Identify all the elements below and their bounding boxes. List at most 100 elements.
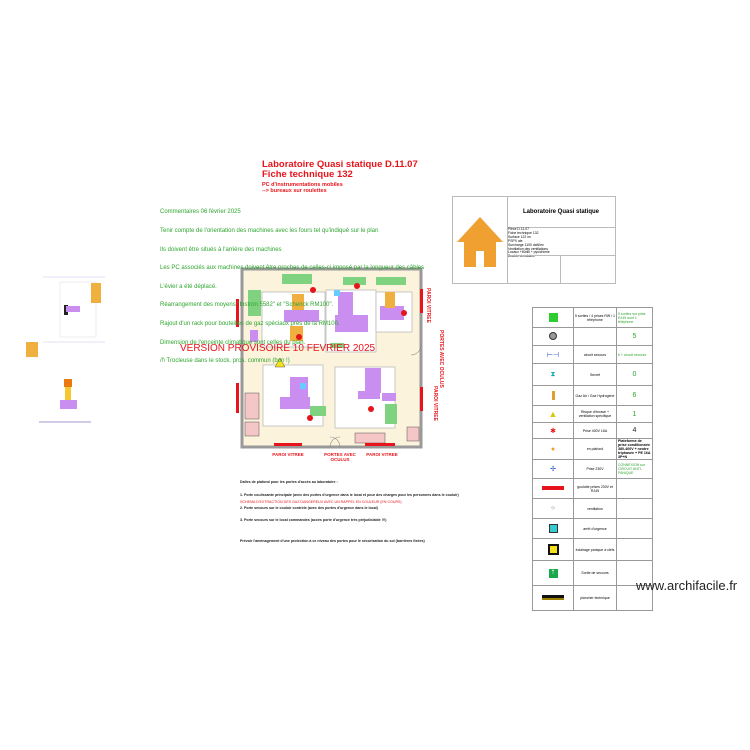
label-doors-right: PORTES AVEC OCULUS <box>438 330 444 388</box>
note-line: Prévoir l'aménagement d'une protection à… <box>240 539 425 544</box>
notes-block: Dalles de plafond pour les portes d'accè… <box>240 472 459 548</box>
legend-description: ventilation <box>573 498 617 519</box>
legend-description: Gaz Air / Gaz Hydrogène <box>573 385 617 406</box>
desk <box>376 277 406 285</box>
red-note: SCHEMA D'EXTRACTION DES GAZ DANGEREUX AV… <box>240 500 402 504</box>
legend-row: ⁘ventilation <box>532 498 653 519</box>
comment-line: Ils doivent être situés à l'arrière des … <box>160 246 282 253</box>
legend-description: Risque d'écrasé + ventilation spécifique <box>573 405 617 423</box>
outlet-icon <box>296 334 302 340</box>
machine <box>358 391 380 399</box>
outlet-icon <box>310 287 316 293</box>
emergency-exit-icon: ⇡ <box>532 560 574 586</box>
comment-line: /!\ Trocleuse dans le stock. pros. commu… <box>160 358 290 365</box>
desk <box>282 274 312 284</box>
comment-line: Tenir compte de l'orientation des machin… <box>160 228 379 235</box>
title-block-details: Pièce D.11.07 Fiche technique 132 Surfac… <box>508 227 550 259</box>
legend-description: 5 sorties / 4 prises RW / 1 téléphone <box>573 307 617 328</box>
blue-water-icon: ✢ <box>532 459 574 479</box>
legend-description: en plafond <box>573 438 617 460</box>
comment-line: Dimension de l'enceinte climatique sont … <box>160 339 306 346</box>
legend-value: 6 + circuit secours <box>616 345 653 364</box>
comment-line: Rajout d'un rack pour bouteilles de gaz … <box>160 321 340 328</box>
legend-value: 6 <box>616 385 653 406</box>
note-line: 2. Porte secours sur le couloir contrôle… <box>240 505 378 510</box>
plan-subtitle: PC d'instrumentations mobiles --> bureau… <box>262 182 343 194</box>
legend-row: ▲Risque d'écrasé + ventilation spécifiqu… <box>532 405 653 423</box>
divider <box>560 256 561 284</box>
teal-valve-icon: ⧗ <box>532 363 574 386</box>
detail-line: Ventilation des ventilations <box>508 246 548 251</box>
comments-block: Commentaires 06 février 2025 Tenir compt… <box>160 197 424 371</box>
machine <box>365 368 381 393</box>
desk <box>310 406 326 416</box>
legend-row: goulotte prises 230V et RJ45 <box>532 478 653 499</box>
legend-value: 5 <box>616 327 653 346</box>
title-block: Laboratoire Quasi statique Pièce D.11.07… <box>452 196 616 284</box>
legend-value <box>616 518 653 539</box>
legend-value <box>616 585 653 611</box>
label-glass-wall-bottom-right: PAROI VITREE <box>366 452 398 457</box>
machine <box>284 310 319 322</box>
cabinet <box>406 426 420 442</box>
label-glass-wall-right-bottom: PAROI VITREE <box>432 386 438 421</box>
emergency-stop-icon <box>532 518 574 539</box>
watermark: www.archifacile.fr <box>636 578 738 593</box>
legend-description: Prise 230V <box>573 459 617 479</box>
green-square-icon <box>532 307 574 328</box>
glass-wall <box>274 443 302 446</box>
cabinet <box>244 392 260 420</box>
blue-pipe-icon: ⊢⊣ <box>532 345 574 364</box>
desk <box>330 343 344 348</box>
legend-value: Plateforme de prise conditionnée 380-400… <box>616 438 653 460</box>
plan-title: Laboratoire Quasi statique D.11.07 Fiche… <box>262 160 418 180</box>
label-glass-wall-right-top: PAROI VITREE <box>425 288 431 323</box>
glass-wall <box>365 443 395 446</box>
detail-line: Double circulation <box>508 254 535 259</box>
outlet-icon <box>307 415 313 421</box>
sink-icon <box>334 290 340 296</box>
glass-wall <box>420 289 423 313</box>
legend-value: 0 <box>616 363 653 386</box>
legend-value: 1 <box>616 405 653 423</box>
machine <box>290 377 308 397</box>
sink-icon <box>300 383 306 389</box>
warning-triangle-icon <box>274 357 286 368</box>
note-line: 1. Porte coulissante principale (avec de… <box>240 493 459 498</box>
legend-description: circuit secours <box>573 345 617 364</box>
desk <box>385 404 397 424</box>
version-stamp: VERSION PROVISOIRE 10 FEVRIER 2025 <box>180 343 376 354</box>
warning-triangle-icon: ▲ <box>532 405 574 423</box>
door <box>410 344 422 356</box>
outlet-icon <box>354 283 360 289</box>
grey-circle-icon <box>532 327 574 346</box>
legend-value <box>616 560 653 586</box>
machine <box>335 315 368 332</box>
title-line-1: Laboratoire Quasi statique D.11.07 <box>262 159 418 170</box>
outlet-icon <box>368 406 374 412</box>
cabinet <box>250 330 258 342</box>
note-line: 3. Porte secours sur le local commandes … <box>240 518 387 523</box>
cabinet <box>354 432 386 444</box>
gas-bottle-icon <box>532 385 574 406</box>
legend-value <box>616 498 653 519</box>
legend-row: arrêt d'urgence <box>532 518 653 539</box>
oven-symbol <box>91 283 101 303</box>
legend-value <box>616 478 653 499</box>
detail-line: Surcharge 1100 daN/m² <box>508 242 544 247</box>
red-outlet-icon: ✱ <box>532 422 574 439</box>
door <box>329 436 341 448</box>
legend-row: plancher technique <box>532 585 653 611</box>
title-block-name: Laboratoire Quasi statique <box>507 197 615 228</box>
legend-value: 5 sorties sur prise RJ45 dont 1 téléphon… <box>616 307 653 328</box>
yellow-outlet-icon: ● <box>532 438 574 460</box>
comment-line: Commentaires 06 février 2025 <box>160 209 241 216</box>
desk <box>248 290 261 316</box>
comment-line: L'évier a été déplacé. <box>160 283 217 290</box>
floor-plan <box>236 267 423 449</box>
